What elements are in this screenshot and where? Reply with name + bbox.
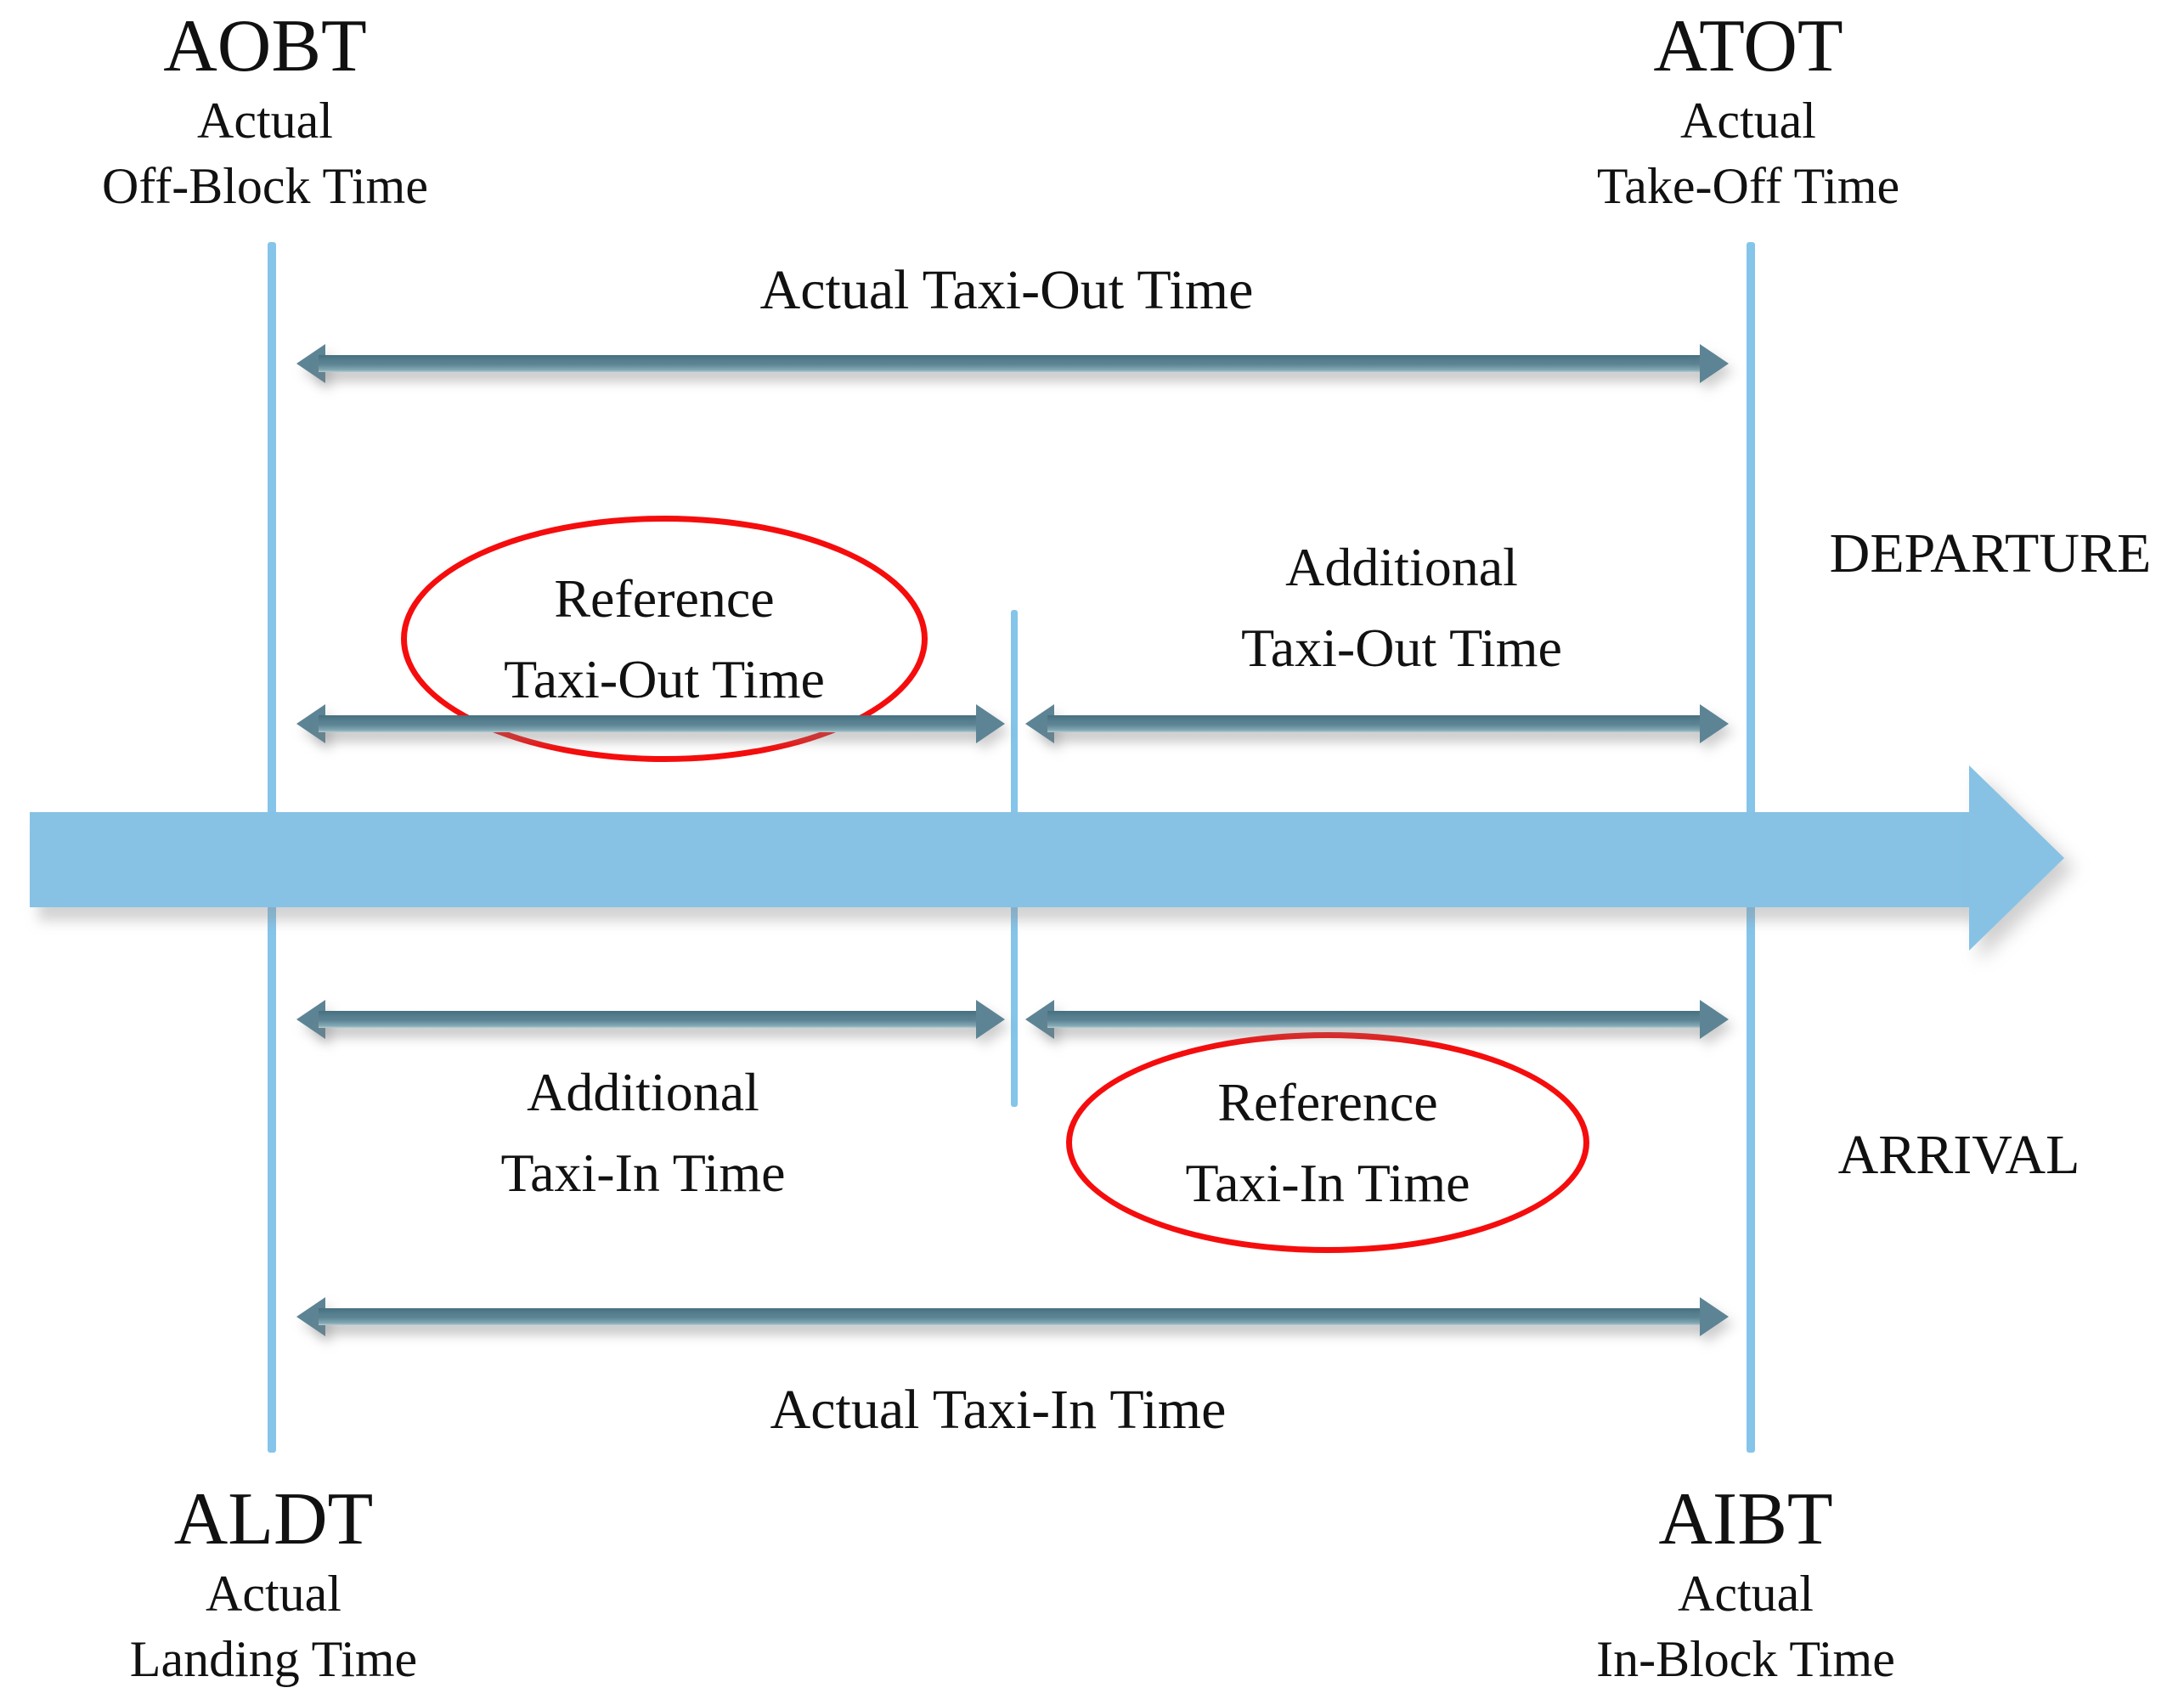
atot-sub1: Actual (1680, 93, 1816, 149)
aldt-abbr: ALDT (173, 1478, 374, 1561)
arrow-shaft (1047, 715, 1707, 732)
arrow-right-head-icon (976, 704, 1005, 743)
actual-taxi-in-arrow (296, 1297, 1729, 1336)
atot-sub2: Take-Off Time (1596, 158, 1900, 214)
arrow-shaft (319, 1011, 983, 1028)
time-axis-arrow-head-icon (1969, 765, 2064, 951)
arrow-shaft (319, 1308, 1707, 1325)
arrow-right-head-icon (1700, 1297, 1729, 1336)
aobt-sub2: Off-Block Time (102, 158, 428, 214)
arrow-shaft (1047, 1011, 1707, 1028)
arrow-right-head-icon (976, 1000, 1005, 1039)
additional-taxi-in-arrow (296, 1000, 1005, 1039)
reference-taxi-in-highlight-ellipse: Reference Taxi-In Time (1066, 1032, 1589, 1253)
actual-taxi-out-label: Actual Taxi-Out Time (759, 259, 1254, 321)
reference-taxi-out-arrow (296, 704, 1005, 743)
reference-taxi-in-line1: Reference (1217, 1072, 1438, 1132)
milestone-aibt: AIBT Actual In-Block Time (1491, 1478, 2001, 1692)
atot-abbr: ATOT (1653, 5, 1843, 87)
reference-taxi-out-line1: Reference (554, 568, 775, 629)
aibt-sub1: Actual (1678, 1566, 1814, 1622)
milestone-aobt: AOBT Actual Off-Block Time (10, 5, 520, 219)
arrival-label: ARRIVAL (1837, 1124, 2080, 1186)
aobt-abbr: AOBT (163, 5, 367, 87)
actual-taxi-in-label: Actual Taxi-In Time (770, 1379, 1227, 1441)
arrow-right-head-icon (1700, 1000, 1729, 1039)
arrow-right-head-icon (1700, 704, 1729, 743)
additional-taxi-out-line1: Additional (1285, 537, 1518, 597)
aobt-sub1: Actual (197, 93, 333, 149)
additional-taxi-out-line2: Taxi-Out Time (1241, 618, 1562, 678)
additional-taxi-out-arrow (1025, 704, 1729, 743)
arrow-shaft (319, 355, 1707, 372)
reference-taxi-in-line2: Taxi-In Time (1185, 1153, 1470, 1213)
aldt-sub2: Landing Time (129, 1631, 418, 1687)
reference-taxi-out-highlight-ellipse: Reference Taxi-Out Time (401, 516, 928, 762)
additional-taxi-out-label: Additional Taxi-Out Time (1147, 527, 1656, 688)
additional-taxi-in-line1: Additional (527, 1062, 759, 1122)
milestone-atot: ATOT Actual Take-Off Time (1493, 5, 2003, 219)
milestone-aldt: ALDT Actual Landing Time (19, 1478, 528, 1692)
arrow-right-head-icon (1700, 344, 1729, 383)
reference-taxi-out-line2: Taxi-Out Time (504, 649, 825, 709)
departure-label: DEPARTURE (1829, 522, 2152, 584)
additional-taxi-in-line2: Taxi-In Time (500, 1143, 786, 1203)
aldt-sub1: Actual (206, 1566, 341, 1622)
aibt-abbr: AIBT (1658, 1478, 1833, 1561)
time-axis-arrow-body (30, 812, 1970, 907)
arrow-shaft (319, 715, 983, 732)
additional-taxi-in-label: Additional Taxi-In Time (388, 1052, 898, 1213)
aibt-sub2: In-Block Time (1596, 1631, 1895, 1687)
reference-taxi-in-arrow (1025, 1000, 1729, 1039)
actual-taxi-out-arrow (296, 344, 1729, 383)
